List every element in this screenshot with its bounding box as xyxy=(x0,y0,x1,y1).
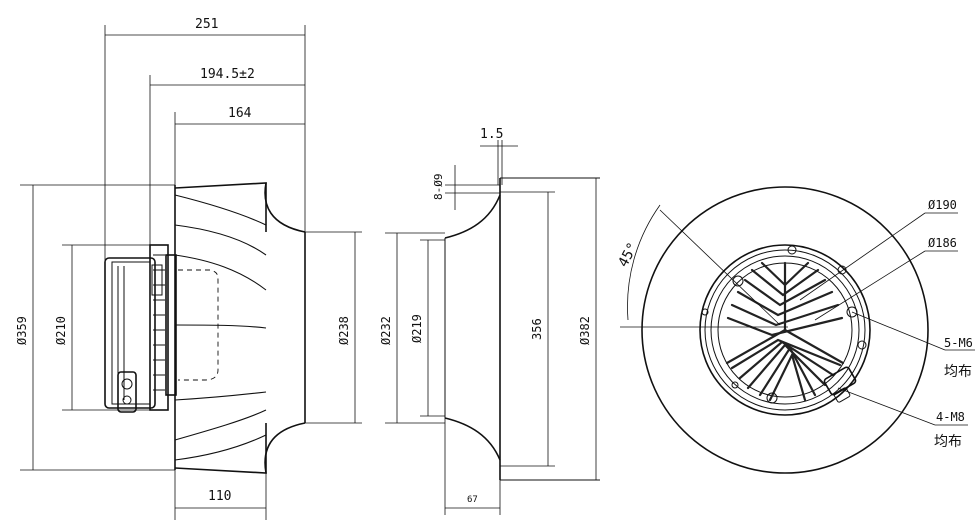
dia-382-label: Ø382 xyxy=(578,316,592,345)
dim-1-5-label: 1.5 xyxy=(480,127,503,142)
dia-219-label: Ø219 xyxy=(410,314,424,343)
dia-359-label: Ø359 xyxy=(15,316,29,345)
dia-238-label: Ø238 xyxy=(337,316,351,345)
bolt-5m6-label: 5-M6 xyxy=(944,336,973,350)
dia-190-label: Ø190 xyxy=(928,198,957,212)
bolt-4m8-note: 均布 xyxy=(934,434,962,450)
angle-45-label: 45° xyxy=(615,240,641,270)
dim-251-label: 251 xyxy=(195,17,218,32)
dia-210-label: Ø210 xyxy=(54,316,68,345)
dim-110-label: 110 xyxy=(208,489,231,504)
bolt-4m8-label: 4-M8 xyxy=(936,410,965,424)
dia-186-label: Ø186 xyxy=(928,236,957,250)
dia-232-label: Ø232 xyxy=(379,316,393,345)
bolt-5m6-note: 均布 xyxy=(944,364,972,380)
bolt-8-9-label: 8-Ø9 xyxy=(432,174,445,201)
guard-grill xyxy=(725,261,845,402)
dim-164-label: 164 xyxy=(228,106,252,121)
side-view: 251 194.5±2 164 Ø359 Ø210 xyxy=(15,17,362,520)
dim-356-label: 356 xyxy=(530,318,544,340)
front-view: 45° Ø190 Ø186 5-M6 均布 4-M8 均布 xyxy=(615,186,975,474)
dim-194-label: 194.5±2 xyxy=(200,67,255,82)
section-view: 1.5 8-Ø9 Ø232 Ø219 356 Ø382 xyxy=(379,127,600,515)
motor-fins xyxy=(153,254,165,391)
dim-67-label: 67 xyxy=(467,495,478,505)
